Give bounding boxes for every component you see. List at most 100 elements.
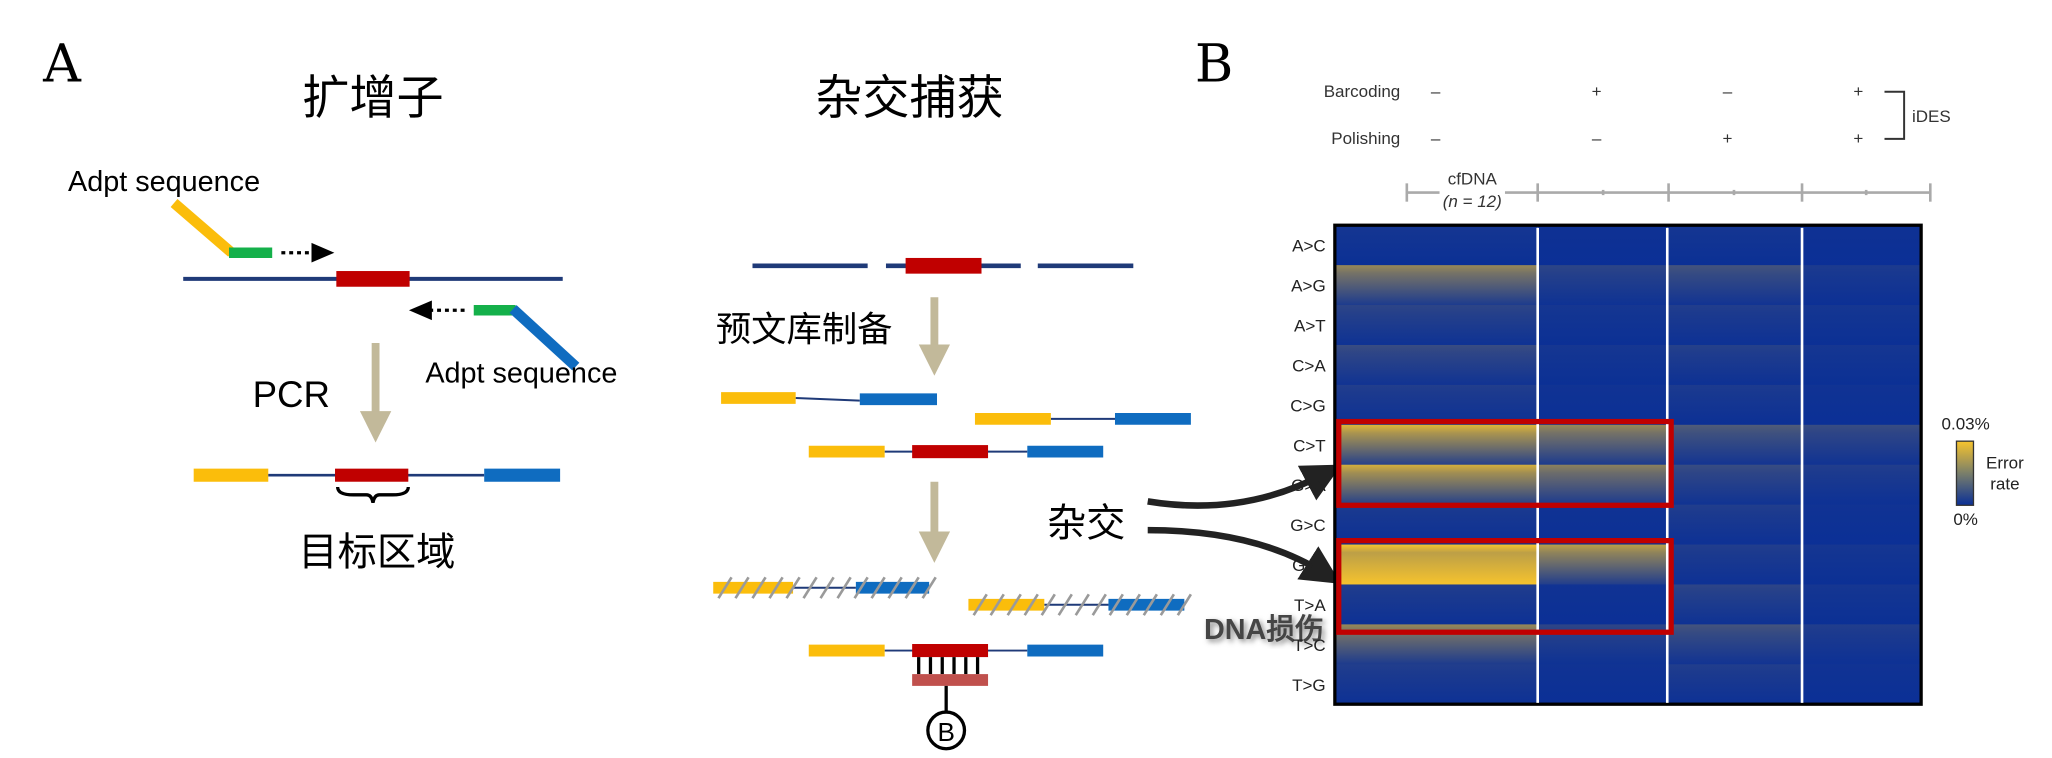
blocker-hatch [989, 593, 1005, 616]
colorbar-max: 0.03% [1942, 414, 1990, 433]
amplicon-title: 扩增子 [302, 71, 443, 124]
row-label: C>A [1292, 356, 1326, 375]
heatmap-cell [1537, 344, 1668, 386]
heatmap-cell [1802, 344, 1922, 386]
blocker-hatch [1057, 593, 1073, 616]
dna-damage-label: DNA损伤 [1204, 614, 1324, 646]
condition-sign: + [1853, 82, 1863, 101]
error-rate-heatmap [1334, 225, 1922, 705]
heatmap-cell [1537, 265, 1668, 306]
blocker-hatch [921, 576, 937, 599]
prelib-label: 预文库制备 [716, 311, 893, 350]
condition-sign: – [1592, 129, 1602, 148]
row-label: G>T [1292, 556, 1326, 575]
heatmap-cell [1667, 384, 1803, 426]
condition-sign: + [1592, 82, 1602, 101]
blocker-hatch [1108, 593, 1124, 616]
condition-sign: + [1853, 129, 1863, 148]
blocker-hatch [853, 576, 869, 599]
polishing-label: Polishing [1331, 129, 1400, 148]
heatmap-cell [1667, 664, 1803, 705]
bracket-icon [336, 486, 410, 503]
blocker-hatch [836, 576, 852, 599]
row-label: G>C [1290, 516, 1325, 535]
colorbar-title-1: Error [1986, 454, 2024, 473]
blocker-hatch [1176, 593, 1193, 616]
arrow-icon [1147, 526, 1341, 584]
heatmap-cell [1802, 584, 1922, 626]
heatmap-cell [1667, 424, 1803, 466]
arrow-icon [1147, 464, 1342, 509]
heatmap-cell [1334, 664, 1538, 705]
row-label: T>A [1294, 596, 1326, 615]
heatmap-cell [1334, 584, 1538, 626]
panel-a-label: A [42, 33, 82, 94]
heatmap-cell [1537, 225, 1668, 266]
heatmap-cell [1667, 464, 1803, 506]
heatmap-cell [1802, 544, 1922, 586]
heatmap-cell [1802, 225, 1922, 266]
heatmap-cell [1667, 305, 1803, 346]
heatmap-cell [1802, 424, 1922, 466]
condition-header: Barcoding Polishing –+–+––++ iDES cfDNA … [1324, 82, 1951, 211]
heatmap-cell [1667, 504, 1803, 546]
heatmap-cell [1537, 664, 1668, 705]
capture-title: 杂交捕获 [815, 71, 1003, 124]
blocker-hatch [1159, 593, 1175, 616]
row-label: A>G [1291, 277, 1326, 296]
capture-diagram: 杂交捕获 预文库制备 [713, 71, 1342, 751]
row-label: T>G [1292, 676, 1326, 695]
heatmap-cell [1537, 305, 1668, 346]
panel-b-label: B [1195, 33, 1233, 94]
row-label: G>A [1291, 476, 1326, 495]
row-label: C>T [1293, 436, 1326, 455]
heatmap-cell [1802, 624, 1922, 665]
colorbar-title-2: rate [1990, 475, 2019, 494]
heatmap-cell [1537, 584, 1668, 626]
hybridize-label: 杂交 [1047, 502, 1126, 546]
blocker-hatch [1006, 593, 1022, 616]
probe-bar [912, 674, 989, 686]
amplicon-diagram: 扩增子 Adpt sequence Adpt sequence PCR 目标区域 [68, 71, 617, 574]
blocker-hatch [887, 576, 903, 599]
heatmap-cell [1667, 544, 1803, 586]
row-label: A>C [1292, 237, 1326, 256]
blocker-hatch [819, 576, 835, 599]
heatmap-cell [1334, 265, 1538, 306]
blocker-hatch [768, 576, 784, 599]
blocker-hatch [1023, 593, 1039, 616]
blocker-hatch [904, 576, 920, 599]
blocker-hatch [972, 593, 988, 616]
colorbar: 0.03% 0% Error rate [1942, 414, 2025, 529]
target-region-bar [336, 271, 410, 287]
heatmap-cell [1802, 464, 1922, 506]
ides-label: iDES [1912, 107, 1951, 126]
row-label: A>T [1294, 317, 1326, 336]
condition-sign: – [1431, 129, 1441, 148]
highlight-box-gt [1336, 538, 1674, 635]
condition-sign: + [1722, 129, 1732, 148]
condition-sign: – [1723, 82, 1733, 101]
adapter-label-bottom: Adpt sequence [425, 357, 617, 389]
blocker-oligos [717, 576, 1193, 616]
heatmap-cell [1334, 384, 1538, 426]
barcoding-label: Barcoding [1324, 82, 1401, 101]
blocker-hatch [717, 576, 733, 599]
blocker-hatch [1040, 593, 1056, 616]
heatmap-cell [1802, 305, 1922, 346]
blocker-hatch [1142, 593, 1158, 616]
heatmap-cell [1334, 464, 1538, 506]
blocker-hatch [1125, 593, 1141, 616]
pcr-label: PCR [253, 374, 330, 415]
heatmap-cell [1537, 424, 1668, 466]
blocker-hatch [870, 576, 886, 599]
heatmap-cell [1334, 344, 1538, 386]
highlight-box-ct-ga [1336, 418, 1674, 508]
adapter-label-top: Adpt sequence [68, 166, 260, 198]
blocker-hatch [1074, 593, 1090, 616]
heatmap-cell [1667, 624, 1803, 665]
target-region-label: 目标区域 [298, 530, 455, 574]
blocker-hatch [1091, 593, 1107, 616]
heatmap-cell [1334, 424, 1538, 466]
